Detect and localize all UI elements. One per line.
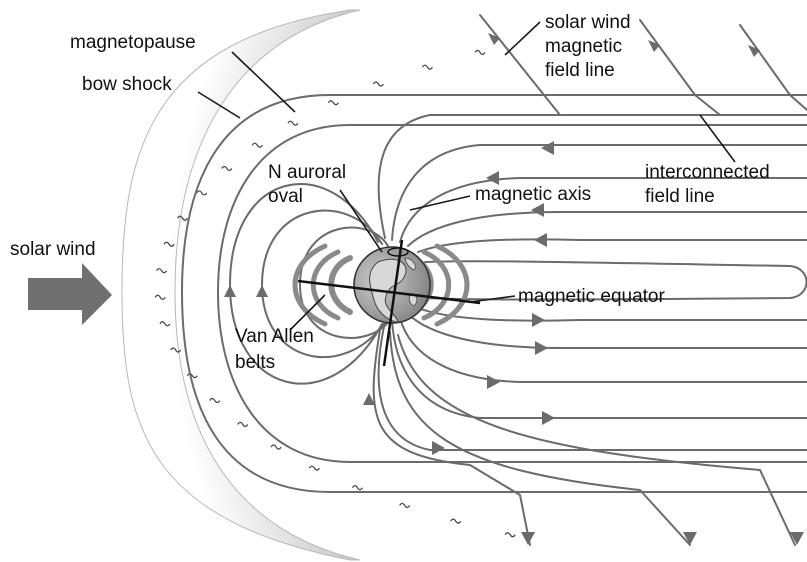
field-line-outer-loop xyxy=(217,124,807,463)
bow-shock-ripple xyxy=(270,444,282,450)
n-auroral-label-2: oval xyxy=(268,186,303,207)
bow-shock-ripple xyxy=(186,373,198,379)
n-auroral-label-1: N auroral xyxy=(268,162,346,183)
bow-shock-ripple xyxy=(308,465,320,471)
magnetopause-line xyxy=(181,94,807,493)
magnetic-axis-line xyxy=(382,239,404,367)
sw-line-4 xyxy=(372,329,531,546)
tail-line-n4 xyxy=(407,211,807,247)
field-line-dipole-3 xyxy=(299,226,391,339)
sw-line-6 xyxy=(397,334,796,546)
bow-shock-ripple xyxy=(372,81,384,87)
right-arrow-icon xyxy=(28,263,112,325)
bow-shock-ripple xyxy=(287,120,299,126)
sw-field-line-label-1: solar wind xyxy=(545,12,631,33)
bow-shock-ripple xyxy=(504,532,516,538)
tail-line-n5 xyxy=(417,238,807,253)
bow-shock xyxy=(121,9,361,561)
magnetic-equator-line xyxy=(297,279,481,305)
tail-line-n2 xyxy=(391,144,807,241)
sw-line-2 xyxy=(639,19,721,116)
bow-shock-ripple xyxy=(421,64,433,70)
interconnected-label-1: interconnected xyxy=(645,162,770,183)
solar-wind-label: solar wind xyxy=(10,239,96,260)
bow-shock-ripple xyxy=(154,294,166,300)
bow-shock-ripple xyxy=(221,165,233,172)
bow-shock-ripple xyxy=(237,421,249,427)
sw-line-3 xyxy=(739,24,807,111)
magnetic-axis-label: magnetic axis xyxy=(475,184,591,205)
magnetic-equator-label: magnetic equator xyxy=(518,286,665,307)
bow-shock-ripple xyxy=(176,215,188,221)
bow-shock-ripple xyxy=(450,518,462,524)
tail-line-s1 xyxy=(377,321,807,451)
bow-shock-ripple xyxy=(251,142,263,148)
bow-shock-ripple xyxy=(163,241,175,247)
bow-shock-ripple xyxy=(170,347,182,353)
n-auroral-oval xyxy=(387,247,409,257)
tail-line-s2 xyxy=(391,319,807,419)
tail-line-s4 xyxy=(407,313,807,349)
bow-shock-ripple xyxy=(156,268,168,274)
field-arrowheads xyxy=(224,33,804,545)
tail-line-s3 xyxy=(399,317,807,383)
van-allen-label-1: Van Allen xyxy=(235,326,314,347)
tail-line-n1 xyxy=(377,114,807,239)
sw-line-5 xyxy=(389,331,691,546)
bow-shock-ripple xyxy=(196,190,208,196)
label-pointers xyxy=(197,21,736,331)
tail-closed-loop xyxy=(424,260,807,301)
magnetopause-label: magnetopause xyxy=(70,32,196,53)
van-allen-label-2: belts xyxy=(235,352,275,373)
tail-line-n3 xyxy=(399,177,807,243)
sw-field-line-label-3: field line xyxy=(545,60,615,81)
tail-line-s5 xyxy=(417,307,807,322)
bow-shock-ripple xyxy=(159,321,171,327)
bow-shock-ripple xyxy=(399,502,411,509)
bow-shock-label: bow shock xyxy=(82,74,172,95)
bow-shock-ripples xyxy=(154,49,516,538)
bow-shock-ripple xyxy=(327,100,339,106)
sw-line-1 xyxy=(479,14,561,116)
interconnected-label-2: field line xyxy=(645,186,715,207)
bow-shock-ripple xyxy=(209,397,221,404)
bow-shock-ripple xyxy=(351,485,363,491)
bow-shock-ripple xyxy=(474,49,486,55)
sw-field-line-label-2: magnetic xyxy=(545,36,622,57)
